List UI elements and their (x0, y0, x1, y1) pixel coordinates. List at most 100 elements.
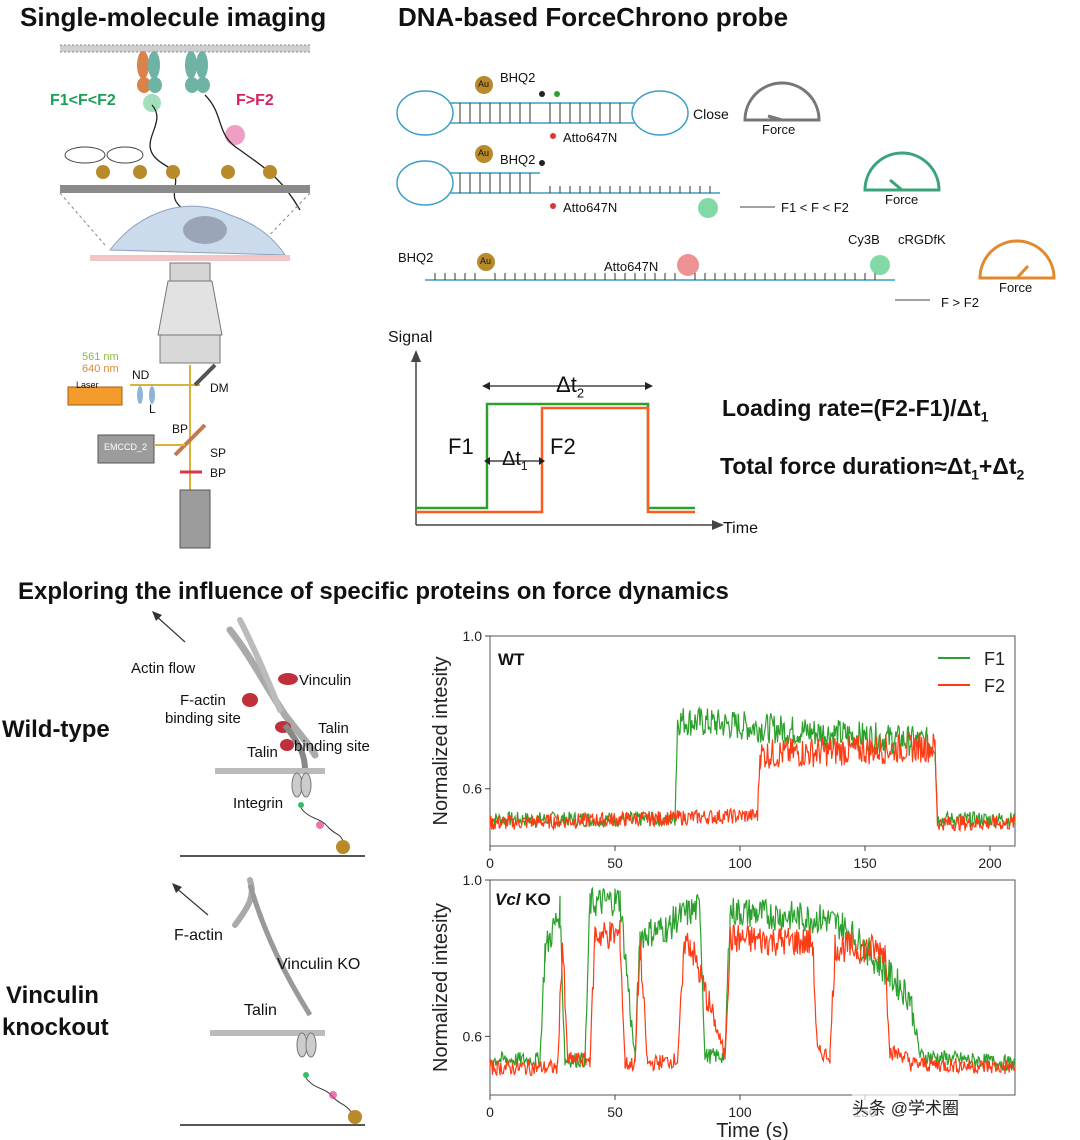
probe1-atto-label: Atto647N (563, 130, 618, 145)
legend-label-f2: F2 (984, 676, 1005, 696)
panel-b-title: DNA-based ForceChrono probe (398, 2, 789, 32)
gauge2-force-label: Force (885, 192, 919, 207)
talin-binding-label-1: Talin (318, 720, 349, 737)
wt-schematic (152, 611, 365, 857)
x-tick-label: 100 (728, 855, 752, 871)
glass-substrate (60, 185, 310, 193)
x-axis-label: Time (s) (716, 1120, 789, 1140)
nd-filter (137, 386, 143, 404)
watermark-text: 头条 @学术圈 (852, 1094, 959, 1119)
wavelength-561: 561 nm (82, 351, 119, 363)
x-tick-label: 100 (728, 1104, 752, 1120)
emccd-2-label: EMCCD_2 (104, 442, 148, 452)
panel-a-title: Single-molecule imaging (20, 2, 327, 32)
signal-f2-trace (416, 406, 695, 514)
factin-binding-label-1: F-actin (180, 692, 226, 709)
talin-label-ko: Talin (244, 1002, 277, 1019)
y-tick-label: 0.6 (463, 1028, 483, 1044)
adhesion-schematics (152, 611, 365, 1126)
wavelength-640: 640 nm (82, 363, 119, 375)
dm-label: DM (210, 381, 229, 395)
y-tick-label: 0.6 (463, 781, 483, 797)
emccd-1-camera (179, 489, 211, 549)
dna-probe-illustration (396, 76, 1056, 301)
dichroic-mirror (193, 363, 217, 387)
time-axis-label: Time (723, 520, 758, 537)
x-tick-label: 50 (607, 1104, 623, 1120)
dt1-label: Δt1 (502, 448, 528, 473)
signal-f1-trace (416, 402, 695, 510)
loading-rate-equation: Loading rate=(F2-F1)/Δt1 (722, 395, 989, 425)
l-label: L (149, 402, 156, 416)
gauge1-force-label: Force (762, 122, 796, 137)
vinculin-ko-label: Vinculin KO (277, 956, 361, 973)
f1-step-label: F1 (448, 434, 474, 459)
knockout-label-1: Vinculin (6, 982, 99, 1009)
probe3-crgd-label: cRGDfK (898, 232, 946, 247)
probe2-force-range-label: F1 < F < F2 (781, 200, 849, 215)
probe2-atto-label: Atto647N (563, 200, 618, 215)
probe-partial (396, 145, 775, 218)
nd-label: ND (132, 368, 150, 382)
integrin-right (185, 51, 210, 93)
knockout-label-2: knockout (2, 1014, 109, 1041)
dna-tether-left (149, 104, 186, 211)
actin-flow-label: Actin flow (131, 660, 196, 677)
sp-label: SP (210, 446, 227, 460)
ko-schematic (172, 877, 365, 1126)
dt2-label: Δt2 (556, 372, 585, 401)
panel-a-f-range: F1<F<F2 (50, 92, 116, 109)
panel-a-f-high: F>F2 (236, 92, 274, 109)
plot-frame (489, 879, 1016, 1096)
bp-label-1: BP (172, 422, 189, 436)
integrin-left (137, 51, 162, 93)
bp-label-2: BP (210, 466, 227, 480)
y-axis-label: Normalized intesity (430, 657, 452, 826)
panel-d-title: Exploring the influence of specific prot… (18, 578, 729, 605)
force-gauge-high (978, 239, 1056, 280)
x-tick-label: 0 (486, 1104, 494, 1120)
integrin-label: Integrin (233, 795, 284, 812)
y-tick-label: 1.0 (463, 628, 483, 644)
x-tick-label: 200 (978, 855, 1002, 871)
chart-wt-panel-label: WT (498, 650, 525, 669)
lens-l (149, 386, 155, 404)
vinculin-label: Vinculin (299, 672, 352, 689)
coverslip (90, 255, 290, 261)
cell-membrane (60, 45, 310, 52)
magenta-fluorescence-spot (225, 125, 245, 145)
probe3-cy3b-label: Cy3B (848, 232, 880, 247)
signal-schematic (411, 350, 724, 530)
f2-step-label: F2 (550, 434, 576, 459)
y-tick-label: 1.0 (463, 872, 483, 888)
x-tick-label: 150 (853, 855, 877, 871)
probe3-force-range-label: F > F2 (941, 295, 979, 310)
talin-binding-label-2: binding site (294, 738, 370, 755)
x-tick-label: 50 (607, 855, 623, 871)
probe-closed (396, 76, 689, 139)
force-gauge-closed (743, 81, 821, 122)
total-force-duration-equation: Total force duration≈Δt1+Δt2 (720, 453, 1025, 483)
signal-axis-label: Signal (388, 329, 433, 346)
series-line-f1 (489, 886, 1016, 1071)
laser-label: Laser (76, 380, 99, 390)
series-line-f2 (489, 731, 1016, 833)
probe1-au-label: Au (478, 79, 490, 89)
probe1-bhq2-label: BHQ2 (500, 70, 536, 85)
imaging-setup-illustration (59, 44, 311, 549)
plot-frame (489, 635, 1016, 847)
probe-open (425, 253, 930, 301)
y-axis-label: Normalized intesity (430, 903, 452, 1072)
laser-box (67, 386, 123, 406)
short-pass-mirror (173, 423, 207, 457)
chart-ko-panel-label: Vcl KO (495, 890, 551, 909)
wild-type-label: Wild-type (2, 716, 110, 743)
probe1-close-label: Close (693, 106, 729, 122)
factin-label-ko: F-actin (174, 927, 223, 944)
probe3-au-label: Au (480, 256, 492, 266)
talin-label-wt: Talin (247, 744, 278, 761)
series-line-f2 (489, 919, 1016, 1077)
force-gauge-mid (863, 151, 941, 192)
